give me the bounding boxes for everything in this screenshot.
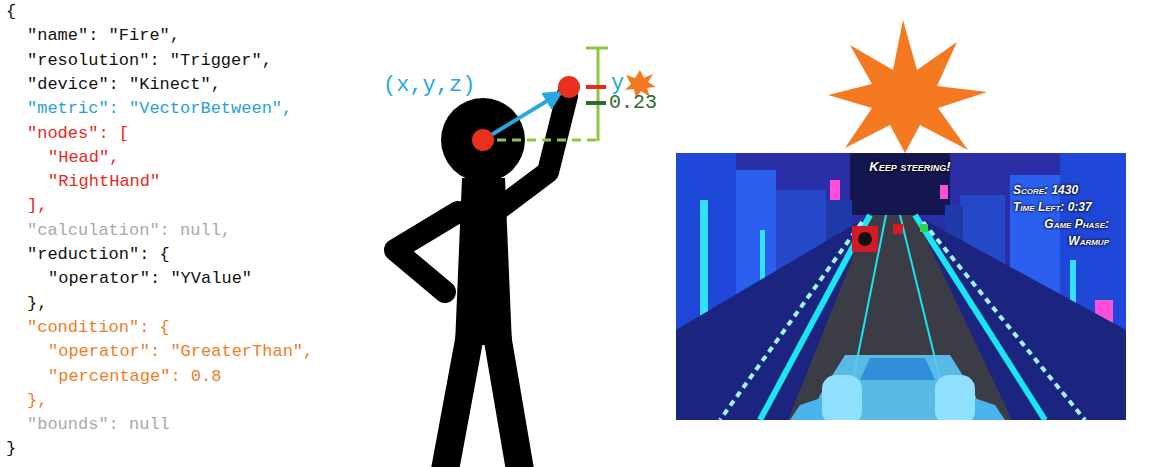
code-line: "percentage": 0.8 xyxy=(48,365,221,389)
hud-phase: Game Phase: Warmup xyxy=(1013,216,1109,250)
code-line: "operator": "YValue" xyxy=(48,267,252,291)
joint-dot xyxy=(558,76,580,98)
code-line: "operator": "GreaterThan", xyxy=(48,340,313,364)
value-label: 0.23 xyxy=(609,91,657,114)
vector-arrow xyxy=(483,93,560,140)
code-line: }, xyxy=(27,292,47,316)
code-line: } xyxy=(6,437,16,461)
game-screenshot: Keep steering! Score: 1430Time Left: 0:37… xyxy=(676,153,1126,420)
code-line: }, xyxy=(27,389,47,413)
code-line: ], xyxy=(27,194,47,218)
code-line: "name": "Fire", xyxy=(27,24,180,48)
code-line: "Head", xyxy=(48,146,119,170)
code-line: "resolution": "Trigger", xyxy=(27,49,272,73)
code-line: "condition": { xyxy=(27,316,170,340)
hud-message: Keep steering! xyxy=(869,158,950,175)
hud-timer: Time Left: 0:37 xyxy=(1013,199,1092,216)
code-line: { xyxy=(6,0,16,24)
code-line: "calculation": null, xyxy=(27,219,231,243)
code-line: "nodes": [ xyxy=(27,122,129,146)
explosion-star xyxy=(828,20,987,153)
hud-score: Score: 1430 xyxy=(1013,182,1078,199)
code-line: "device": "Kinect", xyxy=(27,73,221,97)
stick-figure xyxy=(395,96,567,467)
code-line: "reduction": { xyxy=(27,243,170,267)
code-line: "bounds": null xyxy=(27,413,170,437)
game-screenshot-art xyxy=(676,153,1126,420)
joint-dot xyxy=(472,129,494,151)
coordinate-label: (x,y,z) xyxy=(383,73,475,98)
code-line: "RightHand" xyxy=(48,170,160,194)
code-line: "metric": "VectorBetween", xyxy=(27,97,292,121)
measure-guide xyxy=(497,48,608,141)
